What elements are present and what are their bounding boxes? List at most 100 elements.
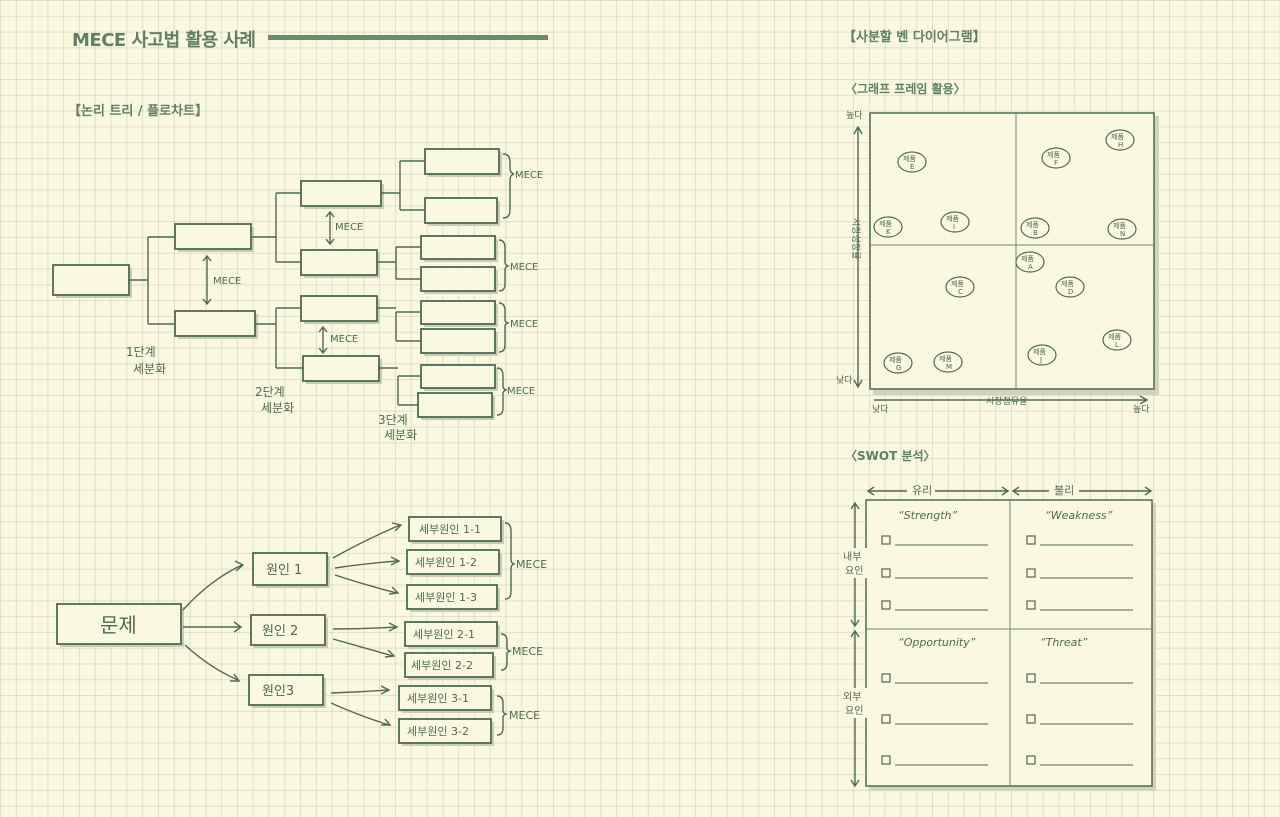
checkbox-icon — [1026, 568, 1036, 578]
sub-cause-text: 세부원인 1-1 — [419, 523, 481, 536]
product-label: 제품 — [1113, 222, 1126, 230]
sub-cause-box — [408, 516, 502, 542]
product-point-m: 제품M — [933, 351, 963, 373]
product-point-g: 제품G — [883, 352, 913, 374]
tree-connectors — [129, 153, 515, 416]
y-axis-low: 낮다 — [836, 375, 853, 386]
checkbox-icon — [881, 673, 891, 683]
product-label: 제품 — [889, 356, 902, 364]
tree-l2-box — [300, 180, 382, 207]
mece-label: MECE — [510, 262, 538, 273]
product-letter: M — [946, 363, 952, 371]
cause-text: 원인3 — [262, 684, 294, 699]
level1-label-line1: 1단계 — [126, 345, 156, 359]
graph-frame-label: 〈그래프 프레임 활용〉 — [845, 82, 966, 96]
product-letter: A — [1028, 263, 1033, 271]
product-letter: F — [1054, 159, 1058, 167]
product-letter: B — [1033, 229, 1038, 237]
external-label: 요인 — [845, 705, 863, 717]
product-label: 제품 — [1111, 133, 1124, 141]
favorable-label: 유리 — [912, 484, 932, 497]
product-label: 제품 — [879, 220, 892, 228]
threat-title: “Threat” — [1040, 636, 1088, 649]
cause-text: 원인 2 — [262, 624, 298, 639]
internal-label: 내부 — [843, 551, 861, 563]
checkbox-icon — [1026, 535, 1036, 545]
product-point-l: 제품L — [1102, 329, 1132, 351]
cause-box — [252, 552, 328, 586]
product-point-f: 제품F — [1041, 147, 1071, 169]
checkbox-icon — [881, 714, 891, 724]
product-point-e: 제품E — [897, 151, 927, 173]
mece-label: MECE — [510, 319, 538, 330]
sub-cause-text: 세부원인 3-1 — [407, 692, 469, 705]
mece-label: MECE — [515, 170, 543, 181]
tree-l1-box — [174, 310, 256, 337]
swot-label: 〈SWOT 분석〉 — [845, 449, 936, 463]
cause-box — [248, 674, 324, 706]
level1-label-line2: 세분화 — [133, 362, 166, 376]
sub-cause-box — [406, 584, 498, 610]
checkbox-icon — [881, 600, 891, 610]
level2-label-line1: 2단계 — [255, 385, 285, 399]
product-label: 제품 — [1021, 255, 1034, 263]
level2-label-line2: 세분화 — [261, 401, 294, 415]
product-letter: G — [896, 364, 901, 372]
internal-label: 요인 — [845, 565, 863, 577]
product-point-d: 제품D — [1055, 276, 1085, 298]
product-point-h: 제품H — [1105, 129, 1135, 151]
checkbox-icon — [1026, 714, 1036, 724]
product-point-a: 제품A — [1015, 251, 1045, 273]
product-label: 제품 — [1047, 151, 1060, 159]
checkbox-icon — [1026, 600, 1036, 610]
sub-cause-text: 세부원인 1-2 — [415, 556, 477, 569]
external-label: 외부 — [843, 691, 861, 703]
sub-cause-box — [398, 718, 492, 744]
product-point-i: 제품I — [940, 211, 970, 233]
logic-tree-heading: 【논리 트리 / 플로차트】 — [68, 104, 209, 119]
opportunity-title: “Opportunity” — [898, 636, 976, 649]
mece-label: MECE — [512, 645, 543, 658]
x-axis-low: 낮다 — [872, 404, 889, 415]
level3-label-line1: 3단계 — [378, 413, 408, 427]
sub-cause-box — [406, 549, 500, 575]
y-axis-title: 시장성장률 — [850, 218, 861, 259]
swot-checklists — [881, 535, 1133, 766]
sub-cause-text: 세부원인 2-2 — [411, 659, 473, 672]
strength-title: “Strength” — [898, 509, 958, 522]
page-title: MECE 사고법 활용 사례 — [72, 30, 256, 51]
mece-label: MECE — [507, 386, 535, 397]
tree-l3-box — [424, 148, 500, 175]
product-point-n: 제품N — [1107, 218, 1137, 240]
sub-cause-box — [404, 652, 494, 678]
problem-text: 문제 — [100, 613, 137, 637]
x-axis-title: 시장점유율 — [986, 395, 1027, 407]
weakness-title: “Weakness” — [1045, 509, 1113, 522]
product-point-k: 제품K — [873, 216, 903, 238]
y-axis-high: 높다 — [846, 110, 863, 121]
product-label: 제품 — [1026, 221, 1039, 229]
product-letter: J — [1039, 356, 1042, 364]
sub-cause-text: 세부원인 3-2 — [407, 725, 469, 738]
product-point-j: 제품J — [1027, 344, 1057, 366]
product-letter: E — [910, 163, 914, 171]
product-point-b: 제품B — [1020, 217, 1050, 239]
checkbox-icon — [881, 568, 891, 578]
level3-label-line2: 세분화 — [384, 428, 417, 442]
checkbox-icon — [881, 755, 891, 765]
product-letter: D — [1068, 288, 1073, 296]
product-label: 제품 — [939, 355, 952, 363]
quadrant-heading: 【사분할 벤 다이어그램】 — [843, 30, 986, 45]
product-label: 제품 — [946, 215, 959, 223]
mece-label: MECE — [335, 222, 363, 233]
sub-cause-text: 세부원인 2-1 — [413, 628, 475, 641]
mece-label: MECE — [516, 558, 547, 571]
title-underline — [268, 35, 548, 40]
product-label: 제품 — [903, 155, 916, 163]
mece-label: MECE — [509, 709, 540, 722]
x-axis-high: 높다 — [1133, 404, 1150, 415]
